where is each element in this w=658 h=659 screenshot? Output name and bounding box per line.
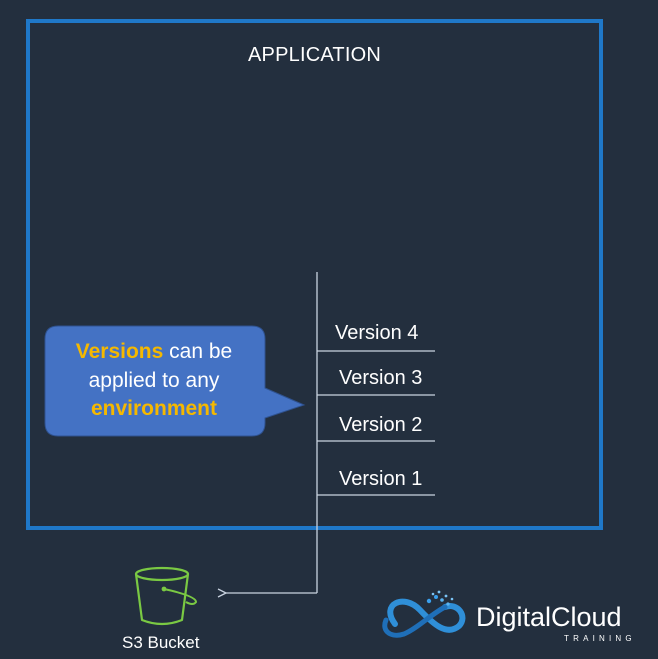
version-4-label: Version 4 [335,322,419,344]
version-1-label: Version 1 [339,468,423,490]
version-3-label: Version 3 [339,367,423,389]
logo-brand: DigitalCloud [476,602,622,632]
digitalcloud-logo-icon [382,590,466,638]
application-title: APPLICATION [248,44,381,66]
callout-highlight-versions: Versions [75,340,164,363]
s3-bucket-icon [134,566,198,626]
callout-bubble [44,325,306,437]
s3-bucket-label: S3 Bucket [122,633,200,652]
callout-highlight-environment: environment [90,397,218,420]
version-2-label: Version 2 [339,414,423,436]
callout-text: Versions can be applied to any environme… [46,338,262,424]
callout-body: can be applied to any [88,340,233,392]
logo-subtitle: TRAINING [564,634,636,643]
application-container: APPLICATION [26,19,603,530]
